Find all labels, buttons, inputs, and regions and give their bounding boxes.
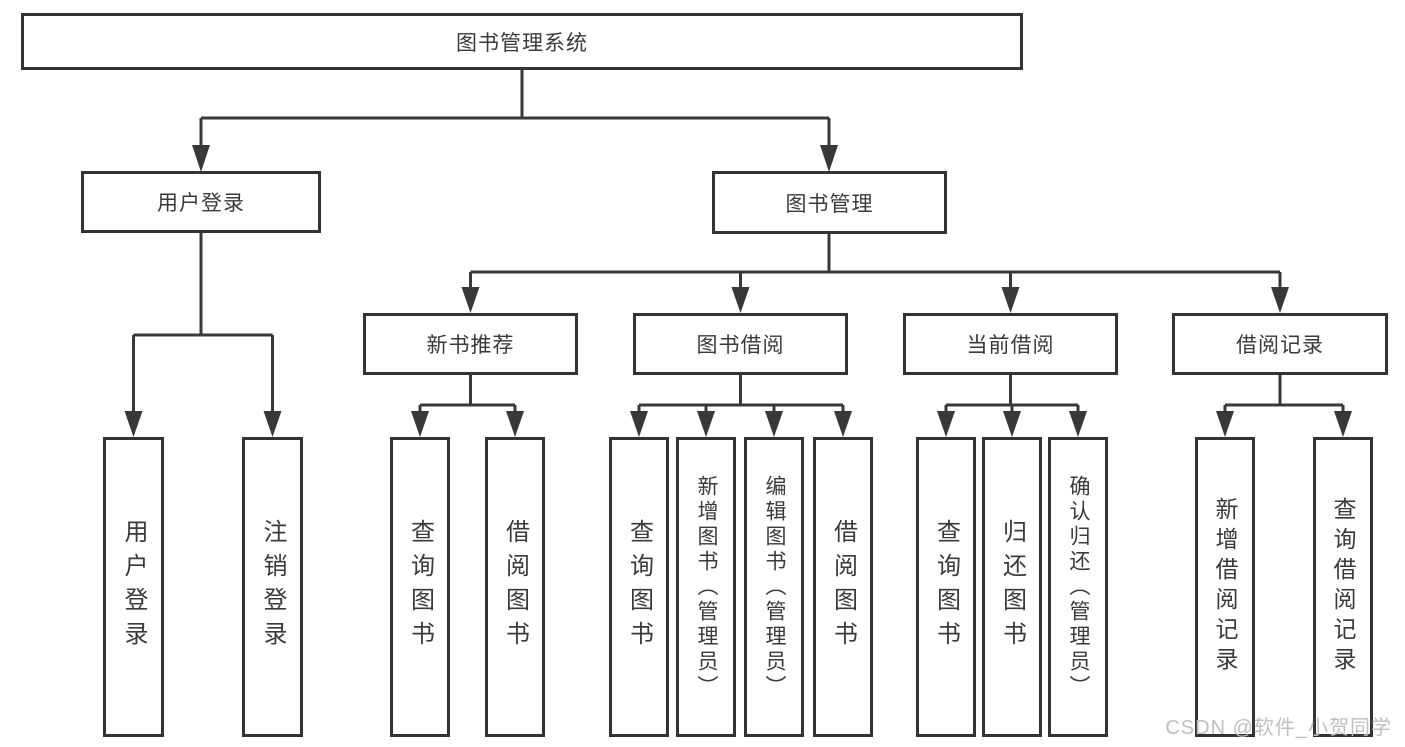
- leaf-borrow-books: 借阅图书: [813, 437, 873, 737]
- arrowhead: [630, 411, 648, 437]
- node-new-book-recommendation: 新书推荐: [363, 313, 578, 375]
- arrowhead: [937, 411, 955, 437]
- leaf-logout: 注销登录: [242, 437, 303, 737]
- arrowhead: [1334, 411, 1352, 437]
- leaf-query-books-current: 查询图书: [916, 437, 976, 737]
- arrowhead: [765, 411, 783, 437]
- arrowhead: [1271, 287, 1289, 313]
- node-library-management-system: 图书管理系统: [21, 13, 1023, 70]
- watermark: CSDN @软件_小贺同学: [1165, 717, 1392, 739]
- arrowhead: [192, 145, 210, 172]
- leaf-edit-books-admin: 编辑图书（管理员）: [744, 437, 804, 737]
- leaf-add-books-admin: 新增图书（管理员）: [676, 437, 736, 737]
- arrowhead: [1001, 287, 1020, 313]
- node-book-management: 图书管理: [712, 171, 947, 234]
- connector-book-borrowing-to-leaves: [630, 375, 852, 437]
- arrowhead: [834, 411, 852, 437]
- leaf-query-books-recommend: 查询图书: [390, 437, 450, 737]
- connector-current-borrowing-to-leaves: [937, 375, 1087, 437]
- connector-book-management-to-level3: [461, 234, 1289, 313]
- node-book-borrowing: 图书借阅: [633, 313, 848, 375]
- arrowhead: [263, 411, 282, 437]
- leaf-add-borrow-record: 新增借阅记录: [1195, 437, 1255, 737]
- connector-borrowing-records-to-leaves: [1216, 375, 1352, 437]
- arrowhead: [1003, 411, 1021, 437]
- arrowhead: [411, 411, 429, 437]
- arrowhead: [820, 145, 838, 172]
- arrowhead: [506, 411, 524, 437]
- connector-new-book-recommendation-to-leaves: [411, 375, 524, 437]
- leaf-query-borrow-record: 查询借阅记录: [1313, 437, 1373, 737]
- arrowhead: [124, 411, 143, 437]
- arrowhead: [697, 411, 715, 437]
- leaf-return-books: 归还图书: [982, 437, 1042, 737]
- leaf-query-books-borrow: 查询图书: [609, 437, 669, 737]
- arrowhead: [1216, 411, 1234, 437]
- arrowhead: [461, 287, 480, 313]
- leaf-borrow-books-recommend: 借阅图书: [485, 437, 545, 737]
- arrowhead: [1069, 411, 1087, 437]
- node-user-login: 用户登录: [81, 171, 321, 233]
- leaf-user-login: 用户登录: [103, 437, 164, 737]
- node-current-borrowing: 当前借阅: [903, 313, 1118, 375]
- arrowhead: [731, 287, 750, 313]
- connector-user-login-to-leaves: [124, 233, 282, 437]
- node-borrowing-records: 借阅记录: [1172, 313, 1388, 375]
- connector-root-to-level2: [192, 69, 838, 172]
- leaf-confirm-return-admin: 确认归还（管理员）: [1048, 437, 1108, 737]
